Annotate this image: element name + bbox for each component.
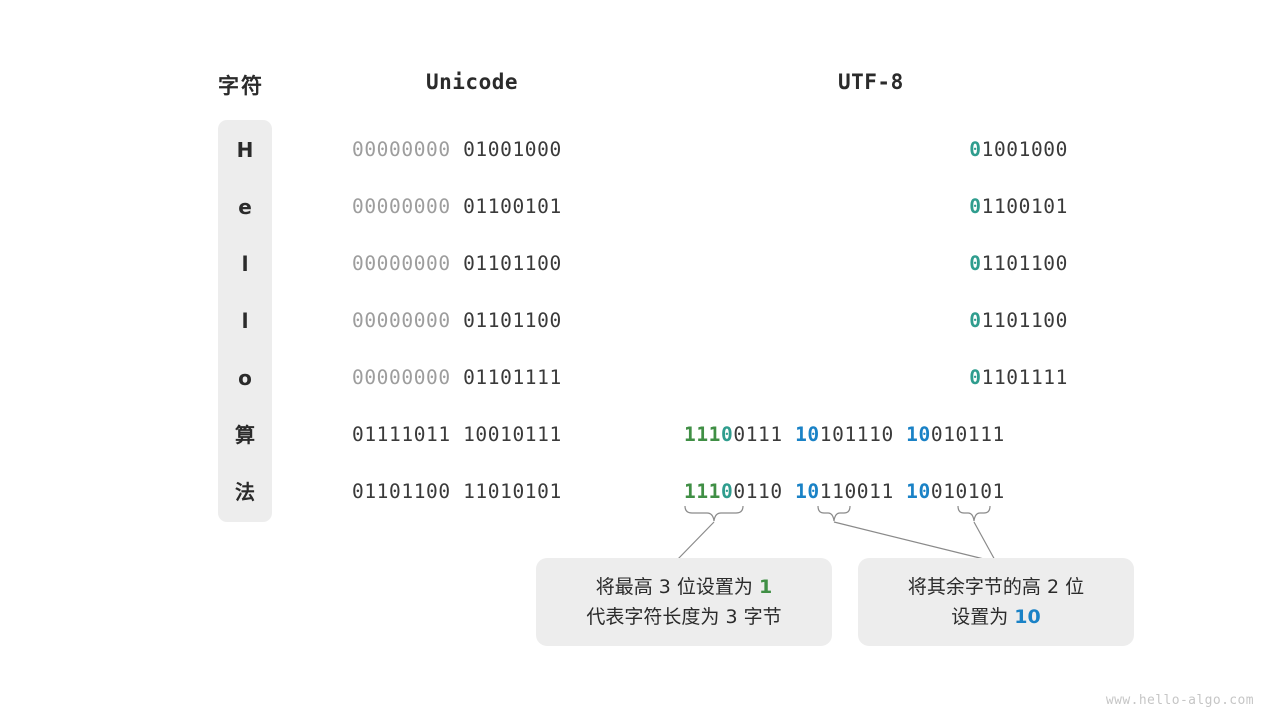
unicode-high-byte: 01111011 (352, 423, 451, 446)
utf8-lead-terminator-bit: 0 (721, 480, 734, 503)
character-cell: l (241, 309, 249, 333)
character-cell: e (238, 195, 252, 219)
unicode-cell: 01101100 11010101 (352, 480, 562, 504)
byte-separator (783, 480, 795, 503)
utf8-lead-bit: 0 (969, 138, 982, 161)
utf8-length-marker-bits: 111 (684, 480, 722, 503)
brace-cont-byte-2 (817, 505, 851, 522)
callout-continuation-byte-line2: 设置为 10 (951, 602, 1041, 632)
utf8-byte3-payload: 010111 (930, 423, 1005, 446)
byte-separator (783, 423, 795, 446)
callout-lead-byte: 将最高 3 位设置为 1 代表字符长度为 3 字节 (536, 558, 832, 646)
utf8-lead-bit: 0 (969, 195, 982, 218)
utf8-lead-bit: 0 (969, 309, 982, 332)
byte-separator (894, 423, 906, 446)
unicode-low-byte: 01100101 (463, 195, 562, 218)
utf8-cell: 11100110 10110011 10010101 (684, 480, 1005, 504)
utf8-byte2-marker-bits: 10 (795, 480, 820, 503)
utf8-payload-bits: 1100101 (981, 195, 1068, 218)
callout-continuation-byte-line2-text: 设置为 (951, 606, 1015, 628)
utf8-payload-bits: 1101100 (981, 309, 1068, 332)
unicode-low-byte: 01101111 (463, 366, 562, 389)
byte-separator (451, 252, 463, 275)
byte-separator (451, 480, 463, 503)
utf8-byte2-payload: 101110 (819, 423, 894, 446)
column-header-unicode: Unicode (426, 70, 519, 94)
unicode-high-byte: 00000000 (352, 138, 451, 161)
leader-line-cont-byte-2 (833, 521, 997, 563)
callout-continuation-byte: 将其余字节的高 2 位 设置为 10 (858, 558, 1134, 646)
callout-lead-byte-line1: 将最高 3 位设置为 1 (596, 572, 772, 602)
utf8-payload-bits: 1001000 (981, 138, 1068, 161)
leader-line-cont-byte-3 (973, 521, 997, 563)
unicode-high-byte: 00000000 (352, 195, 451, 218)
character-cell: o (238, 366, 252, 390)
utf8-cell: 11100111 10101110 10010111 (684, 423, 1005, 447)
utf8-byte1-payload: 0110 (733, 480, 783, 503)
brace-cont-byte-3 (957, 505, 991, 522)
utf8-byte1-payload: 0111 (733, 423, 783, 446)
unicode-low-byte: 11010101 (463, 480, 562, 503)
unicode-low-byte: 01101100 (463, 309, 562, 332)
callout-lead-byte-line2: 代表字符长度为 3 字节 (586, 606, 782, 628)
utf8-byte2-marker-bits: 10 (795, 423, 820, 446)
byte-separator (451, 138, 463, 161)
utf8-lead-bit: 0 (969, 366, 982, 389)
unicode-low-byte: 01101100 (463, 252, 562, 275)
character-column-panel (218, 120, 272, 522)
utf8-payload-bits: 1101111 (981, 366, 1068, 389)
utf8-byte3-marker-bits: 10 (906, 480, 931, 503)
character-cell: 算 (235, 423, 255, 447)
utf8-cell: 01100101 (700, 195, 1068, 219)
byte-separator (451, 366, 463, 389)
character-cell: l (241, 252, 249, 276)
unicode-high-byte: 00000000 (352, 366, 451, 389)
brace-lead-byte (684, 505, 744, 522)
unicode-cell: 00000000 01100101 (352, 195, 562, 219)
watermark: www.hello-algo.com (1105, 693, 1254, 708)
unicode-low-byte: 01001000 (463, 138, 562, 161)
unicode-high-byte: 01101100 (352, 480, 451, 503)
character-cell: H (236, 138, 254, 162)
unicode-cell: 00000000 01101100 (352, 309, 562, 333)
leader-line-lead-byte (676, 521, 715, 561)
unicode-low-byte: 10010111 (463, 423, 562, 446)
column-header-utf8: UTF-8 (838, 70, 904, 94)
utf8-byte2-payload: 110011 (819, 480, 894, 503)
utf8-length-marker-bits: 111 (684, 423, 722, 446)
callout-lead-byte-marker: 1 (758, 576, 773, 598)
byte-separator (451, 423, 463, 446)
unicode-cell: 00000000 01101111 (352, 366, 562, 390)
byte-separator (894, 480, 906, 503)
unicode-high-byte: 00000000 (352, 252, 451, 275)
character-cell: 法 (235, 480, 255, 504)
byte-separator (451, 195, 463, 218)
unicode-cell: 00000000 01001000 (352, 138, 562, 162)
utf8-cell: 01001000 (700, 138, 1068, 162)
utf8-byte3-payload: 010101 (930, 480, 1005, 503)
callout-continuation-byte-marker: 10 (1014, 606, 1041, 628)
utf8-cell: 01101111 (700, 366, 1068, 390)
utf8-cell: 01101100 (700, 309, 1068, 333)
utf8-byte3-marker-bits: 10 (906, 423, 931, 446)
utf8-lead-bit: 0 (969, 252, 982, 275)
utf8-lead-terminator-bit: 0 (721, 423, 734, 446)
column-header-character: 字符 (218, 74, 264, 98)
utf8-cell: 01101100 (700, 252, 1068, 276)
callout-continuation-byte-line1: 将其余字节的高 2 位 (907, 576, 1085, 598)
unicode-cell: 01111011 10010111 (352, 423, 562, 447)
callout-lead-byte-line1-text: 将最高 3 位设置为 (595, 576, 759, 598)
unicode-cell: 00000000 01101100 (352, 252, 562, 276)
byte-separator (451, 309, 463, 332)
utf8-payload-bits: 1101100 (981, 252, 1068, 275)
unicode-high-byte: 00000000 (352, 309, 451, 332)
